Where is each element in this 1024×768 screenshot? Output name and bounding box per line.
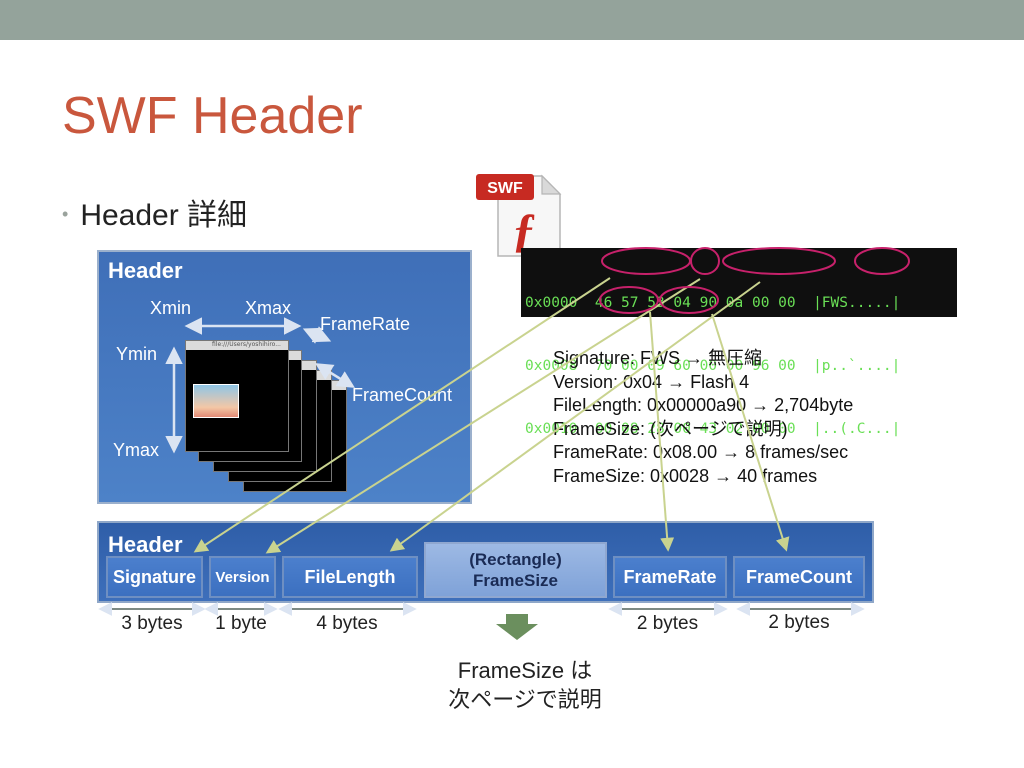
framerate-label: FrameRate [320,314,411,334]
bytes-framerate: 2 bytes [636,613,699,634]
detail-framesize: FrameSize: (次ページで説明) [553,418,788,439]
field-version: Version [209,556,276,598]
bullet-dot-icon: • [62,204,69,224]
bottom-panel-title: Header [108,532,183,557]
window-url: file:///Users/yoshihiro... [212,341,281,348]
ymin-label: Ymin [116,344,158,364]
xmax-label: Xmax [245,298,292,318]
field-framecount: FrameCount [733,556,865,598]
flash-file-icon: SWF ƒ [476,174,562,257]
down-arrow-icon [496,614,538,640]
details-list: Signature: FWS → 無圧縮 Version: 0x04 → Fla… [553,347,853,488]
detail-framerate: FrameRate: 0x08.00 → 8 frames/sec [553,442,849,462]
field-framesize-line2: FrameSize [472,571,559,590]
slide-title: SWF Header [62,87,363,145]
ymax-label: Ymax [113,440,160,460]
bullet-item: • Header 詳細 [62,190,247,234]
detail-filelength: FileLength: 0x00000a90 → 2,704byte [553,395,854,415]
bytes-version: 1 byte [215,613,267,634]
hexdump: 0x0000 46 57 53 04 90 0a 00 00 |FWS.....… [521,248,957,437]
note-line1: FrameSize は [457,658,593,683]
bullet-text: Header 詳細 [80,199,248,232]
note-line2: 次ページで説明 [448,687,602,712]
detail-signature: Signature: FWS → 無圧縮 [553,348,763,368]
xmin-label: Xmin [150,298,192,318]
detail-framecount: FrameSize: 0x0028 → 40 frames [553,465,818,486]
bytes-signature: 3 bytes [121,613,183,634]
field-framerate: FrameRate [613,556,727,598]
swf-badge: SWF [487,180,523,197]
bytes-filelength: 4 bytes [316,613,378,634]
field-filelength: FileLength [282,556,418,598]
field-framesize: (Rectangle) FrameSize [424,542,607,598]
framecount-label: FrameCount [352,385,453,405]
framesize-note: FrameSize は 次ページで説明 [430,656,620,714]
top-band [0,0,1024,40]
detail-version: Version: 0x04 → Flash 4 [553,371,750,392]
bytes-framecount: 2 bytes [768,612,830,633]
hexdump-row: 0x0000 46 57 53 04 90 0a 00 00 |FWS.....… [525,295,901,311]
movie-thumbnail [193,384,239,418]
top-panel-title: Header [108,258,183,283]
field-signature: Signature [106,556,203,598]
field-framesize-line1: (Rectangle) [469,550,562,569]
